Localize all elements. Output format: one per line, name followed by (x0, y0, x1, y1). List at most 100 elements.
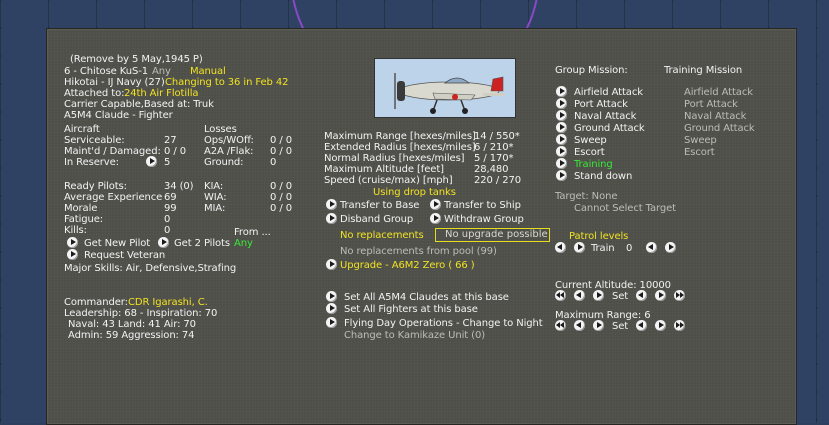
train-down-button[interactable] (646, 242, 657, 253)
range-set-label[interactable]: Set (612, 321, 629, 332)
train-increase-button[interactable] (574, 242, 585, 253)
training-airfield-attack[interactable]: Airfield Attack (684, 87, 753, 98)
upgrade-icon[interactable] (326, 259, 337, 270)
from-value-toggle[interactable]: Any (234, 238, 253, 249)
get-2-pilots-button[interactable]: Get 2 Pilots (174, 238, 230, 249)
drop-tanks-toggle[interactable]: Using drop tanks (373, 187, 456, 198)
flying-day-button[interactable]: Flying Day Operations - Change to Night (344, 318, 543, 329)
max-range-value: 14 / 550* (474, 131, 520, 142)
request-veteran-button-icon[interactable] (67, 249, 78, 260)
ground-attack-icon[interactable] (556, 122, 567, 133)
port-attack-icon[interactable] (556, 98, 567, 109)
train-decrease-button[interactable] (555, 242, 566, 253)
altitude-step-down-button[interactable] (636, 290, 647, 301)
no-repl-pool-text: No replacements from pool (99) (340, 246, 497, 257)
wia-value: 0 / 0 (270, 192, 292, 203)
training-sweep[interactable]: Sweep (684, 135, 717, 146)
disband-button[interactable]: Disband Group (340, 214, 414, 225)
commander-skills-2: Admin: 59 Aggression: 74 (68, 330, 195, 341)
airfield-attack-icon[interactable] (556, 86, 567, 97)
group-mission-label: Group Mission: (555, 65, 628, 76)
altitude-set-label[interactable]: Set (612, 291, 629, 302)
get-2-pilots-button-icon[interactable] (158, 237, 169, 248)
attached-link[interactable]: 24th Air Flotilla (124, 88, 199, 99)
transfer-ship-button[interactable]: Transfer to Ship (444, 200, 521, 211)
set-all-claudes-icon[interactable] (326, 291, 337, 302)
no-upgrade-box[interactable]: No upgrade possible (435, 228, 550, 242)
a2a-label: A2A /Flak: (204, 146, 254, 157)
training-naval-attack[interactable]: Naval Attack (684, 111, 747, 122)
mode-manual-toggle[interactable]: Manual (190, 66, 226, 77)
reserve-arrow-button[interactable] (146, 156, 157, 167)
no-replacements-toggle[interactable]: No replacements (340, 230, 424, 241)
training-ground-attack[interactable]: Ground Attack (684, 123, 755, 134)
range-step-up-button[interactable] (655, 320, 666, 331)
morale-value: 99 (164, 203, 177, 214)
train-value: 0 (626, 243, 633, 254)
transfer-base-button[interactable]: Transfer to Base (340, 200, 420, 211)
range-increase-button[interactable] (593, 320, 604, 331)
range-step-down-button[interactable] (636, 320, 647, 331)
fatigue-label: Fatigue: (64, 214, 104, 225)
range-decrease-fast-button[interactable] (555, 320, 566, 331)
training-escort[interactable]: Escort (684, 147, 715, 158)
commander-skills-1: Naval: 43 Land: 41 Air: 70 (68, 319, 196, 330)
range-decrease-button[interactable] (574, 320, 585, 331)
mission-airfield-attack[interactable]: Airfield Attack (574, 87, 643, 98)
mission-training[interactable]: Training (574, 159, 613, 170)
get-new-pilot-button-icon[interactable] (67, 237, 78, 248)
carrier-text: Carrier Capable,Based at: Truk (64, 99, 214, 110)
get-new-pilot-button[interactable]: Get New Pilot (84, 238, 151, 249)
ground-label: Ground: (204, 157, 244, 168)
kia-label: KIA: (204, 181, 224, 192)
serviceable-label: Serviceable: (64, 135, 125, 146)
set-all-fighters-icon[interactable] (326, 303, 337, 314)
flying-day-icon[interactable] (326, 317, 337, 328)
mode-any: Any (152, 66, 171, 77)
stand-down-icon[interactable] (556, 170, 567, 181)
aircraft-silhouette-icon (394, 73, 505, 114)
training-icon[interactable] (556, 158, 567, 169)
altitude-step-up-button[interactable] (655, 290, 666, 301)
max-range-label: Maximum Range [hexes/miles] (324, 131, 476, 142)
mission-naval-attack[interactable]: Naval Attack (574, 111, 637, 122)
max-alt-value: 28,480 (474, 164, 509, 175)
mission-port-attack[interactable]: Port Attack (574, 99, 628, 110)
altitude-increase-fast-button[interactable] (674, 290, 685, 301)
ext-radius-label: Extended Radius [hexes/miles] (324, 142, 476, 153)
norm-radius-value: 5 / 170* (474, 153, 514, 164)
speed-value: 220 / 270 (474, 175, 522, 186)
mission-stand-down[interactable]: Stand down (574, 171, 633, 182)
major-skills-text: Major Skills: Air, Defensive,Strafing (64, 263, 237, 274)
altitude-decrease-button[interactable] (574, 290, 585, 301)
range-increase-fast-button[interactable] (674, 320, 685, 331)
kia-value: 0 / 0 (270, 181, 292, 192)
commander-name-link[interactable]: CDR Igarashi, C. (128, 297, 208, 308)
set-all-claudes-button[interactable]: Set All A5M4 Claudes at this base (344, 292, 509, 303)
altitude-increase-button[interactable] (593, 290, 604, 301)
max-alt-label: Maximum Altitude [feet] (324, 164, 444, 175)
disband-icon[interactable] (326, 213, 337, 224)
request-veteran-button[interactable]: Request Veteran (84, 250, 166, 261)
withdraw-button[interactable]: Withdraw Group (444, 214, 524, 225)
sweep-icon[interactable] (556, 134, 567, 145)
mission-sweep[interactable]: Sweep (574, 135, 607, 146)
transfer-base-icon[interactable] (326, 199, 337, 210)
train-up-button[interactable] (665, 242, 676, 253)
altitude-decrease-fast-button[interactable] (555, 290, 566, 301)
naval-attack-icon[interactable] (556, 110, 567, 121)
set-all-fighters-button[interactable]: Set All Fighters at this base (344, 304, 478, 315)
training-port-attack[interactable]: Port Attack (684, 99, 738, 110)
escort-icon[interactable] (556, 146, 567, 157)
ground-value: 0 (270, 157, 277, 168)
fatigue-value: 0 (164, 214, 171, 225)
transfer-ship-icon[interactable] (430, 199, 441, 210)
serviceable-value: 27 (164, 135, 177, 146)
ready-pilots-value: 34 (0) (164, 181, 194, 192)
mission-ground-attack[interactable]: Ground Attack (574, 123, 645, 134)
withdraw-icon[interactable] (430, 213, 441, 224)
upgrade-button[interactable]: Upgrade - A6M2 Zero ( 66 ) (340, 260, 475, 271)
mission-escort[interactable]: Escort (574, 147, 605, 158)
aircraft-type-link[interactable]: A5M4 Claude - Fighter (64, 110, 173, 121)
a2a-value: 0 / 0 (270, 146, 292, 157)
